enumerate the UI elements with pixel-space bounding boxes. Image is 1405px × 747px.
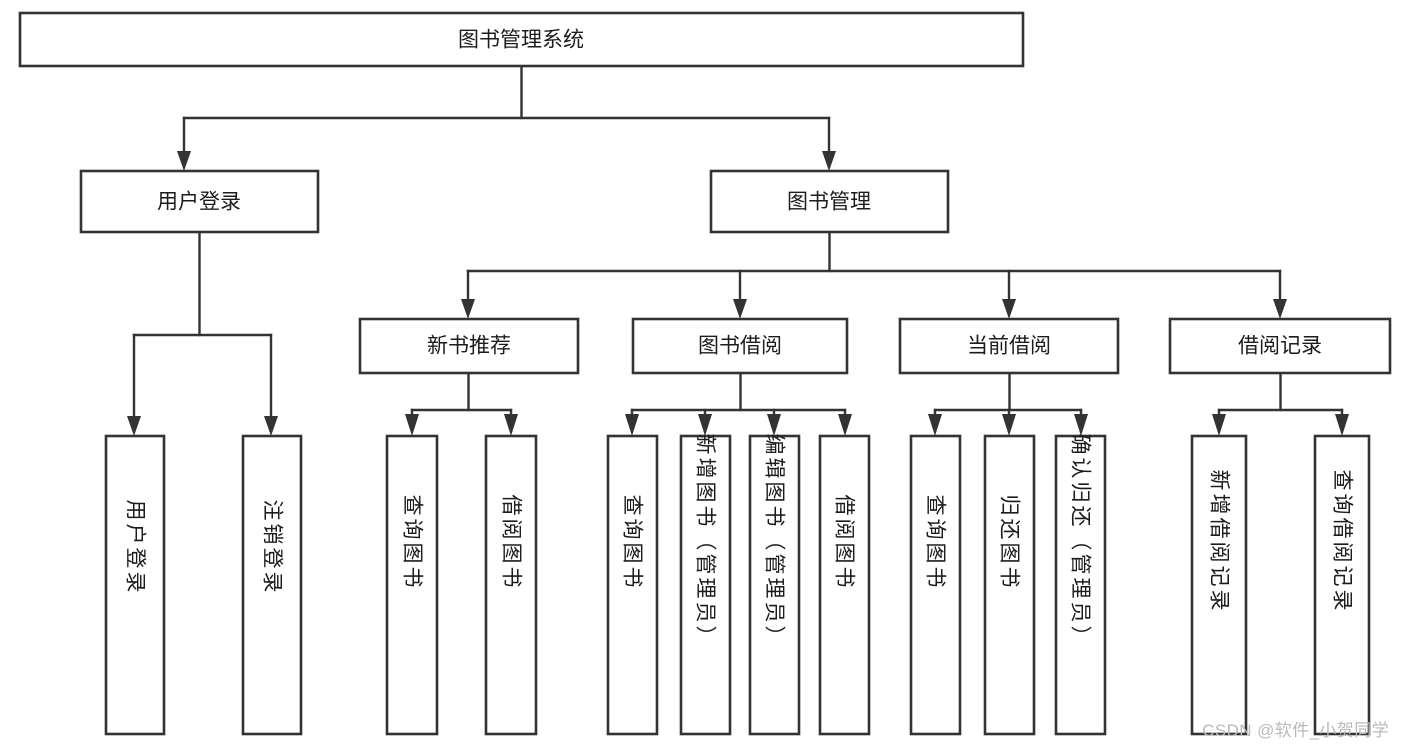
node-current-return-book[interactable]: 归还图书	[983, 434, 1036, 736]
arrow-head-borrow-borrow-book	[838, 414, 852, 436]
node-records-add-record[interactable]: 新增借阅记录	[1190, 434, 1248, 736]
node-recommend-borrow-book-label: 借阅图书	[500, 495, 523, 588]
node-new-book-recommend-box[interactable]	[358, 317, 580, 375]
arrow-head-user-login-login	[127, 416, 141, 436]
node-records-query-record[interactable]: 查询借阅记录	[1313, 434, 1371, 736]
arrow-head-borrow-add-book	[698, 414, 712, 436]
node-current-borrow-label: 当前借阅	[967, 335, 1051, 358]
node-borrow-edit-book-label: 编辑图书（管理员）	[763, 434, 786, 647]
node-recommend-query-book-label: 查询图书	[401, 495, 424, 588]
arrow-head-current-return-book	[1002, 414, 1016, 436]
node-borrow-query-book-label: 查询图书	[621, 495, 644, 588]
node-records-query-record-box[interactable]	[1313, 434, 1371, 736]
node-root[interactable]: 图书管理系统	[18, 11, 1025, 68]
node-borrow-edit-book[interactable]: 编辑图书（管理员）	[748, 434, 801, 736]
node-records-add-record-label: 新增借阅记录	[1208, 470, 1231, 611]
node-borrow-edit-book-box[interactable]	[748, 434, 801, 736]
node-user-login-logout-box[interactable]	[241, 434, 303, 736]
node-book-borrow-label: 图书借阅	[698, 335, 782, 358]
node-recommend-borrow-book[interactable]: 借阅图书	[484, 434, 538, 736]
node-user-login-logout[interactable]: 注销登录	[241, 434, 303, 736]
arrow-head-current-borrow	[1002, 299, 1016, 319]
node-book-management[interactable]: 图书管理	[709, 169, 950, 234]
node-user-login-login-box[interactable]	[104, 434, 166, 736]
node-user-login-login[interactable]: 用户登录	[104, 434, 166, 736]
node-current-query-book-box[interactable]	[909, 434, 962, 736]
arrow-head-current-query-book	[928, 414, 942, 436]
arrow-head-new-book-recommend	[461, 299, 475, 319]
node-current-confirm-return-box[interactable]	[1054, 434, 1107, 736]
node-records-add-record-box[interactable]	[1190, 434, 1248, 736]
node-current-confirm-return-label: 确认归还（管理员）	[1069, 434, 1092, 647]
arrow-head-borrow-query-book	[625, 414, 639, 436]
connector-layer	[127, 64, 1349, 436]
node-borrow-add-book[interactable]: 新增图书（管理员）	[679, 434, 732, 736]
csdn-watermark: CSDN @软件_小贺同学	[1202, 721, 1389, 740]
node-borrow-query-book-box[interactable]	[606, 434, 659, 736]
arrow-head-recommend-query-book	[405, 414, 419, 436]
arrow-head-borrow-edit-book	[767, 414, 781, 436]
arrow-head-user-login-logout	[264, 416, 278, 436]
node-user-login-label: 用户登录	[157, 191, 241, 214]
node-book-management-box[interactable]	[709, 169, 950, 234]
node-borrow-records-box[interactable]	[1168, 317, 1392, 375]
node-borrow-query-book[interactable]: 查询图书	[606, 434, 659, 736]
node-layer: 图书管理系统 用户登录 图书管理 新书推荐 图书借阅 当前借阅 借阅记录	[18, 11, 1392, 736]
node-recommend-query-book-box[interactable]	[385, 434, 439, 736]
node-user-login[interactable]: 用户登录	[79, 169, 320, 234]
node-book-borrow[interactable]: 图书借阅	[631, 317, 849, 375]
node-borrow-borrow-book-label: 借阅图书	[833, 495, 856, 588]
arrow-head-book-management	[822, 151, 836, 171]
node-current-return-book-label: 归还图书	[998, 495, 1021, 588]
node-borrow-add-book-label: 新增图书（管理员）	[694, 434, 717, 647]
node-borrow-records[interactable]: 借阅记录	[1168, 317, 1392, 375]
node-current-borrow[interactable]: 当前借阅	[898, 317, 1120, 375]
node-borrow-add-book-box[interactable]	[679, 434, 732, 736]
node-root-label: 图书管理系统	[458, 29, 584, 52]
node-records-query-record-label: 查询借阅记录	[1331, 470, 1354, 611]
node-current-confirm-return[interactable]: 确认归还（管理员）	[1054, 434, 1107, 736]
arrow-head-book-borrow	[733, 299, 747, 319]
node-current-query-book[interactable]: 查询图书	[909, 434, 962, 736]
node-book-management-label: 图书管理	[787, 191, 871, 214]
node-recommend-query-book[interactable]: 查询图书	[385, 434, 439, 736]
node-recommend-borrow-book-box[interactable]	[484, 434, 538, 736]
arrow-head-current-confirm-return	[1074, 414, 1088, 436]
arrow-head-records-query-record	[1335, 414, 1349, 436]
arrow-head-user-login	[177, 151, 191, 171]
node-root-box[interactable]	[18, 11, 1025, 68]
node-current-borrow-box[interactable]	[898, 317, 1120, 375]
node-borrow-borrow-book-box[interactable]	[818, 434, 871, 736]
node-current-query-book-label: 查询图书	[924, 495, 947, 588]
node-book-borrow-box[interactable]	[631, 317, 849, 375]
node-borrow-borrow-book[interactable]: 借阅图书	[818, 434, 871, 736]
node-current-return-book-box[interactable]	[983, 434, 1036, 736]
arrow-head-borrow-records	[1273, 299, 1287, 319]
node-new-book-recommend[interactable]: 新书推荐	[358, 317, 580, 375]
arrow-head-records-add-record	[1212, 414, 1226, 436]
node-user-login-box[interactable]	[79, 169, 320, 234]
node-new-book-recommend-label: 新书推荐	[427, 335, 511, 358]
node-user-login-logout-label: 注销登录	[261, 500, 284, 593]
node-borrow-records-label: 借阅记录	[1238, 335, 1322, 358]
arrow-head-recommend-borrow-book	[504, 414, 518, 436]
node-user-login-login-label: 用户登录	[124, 500, 147, 593]
